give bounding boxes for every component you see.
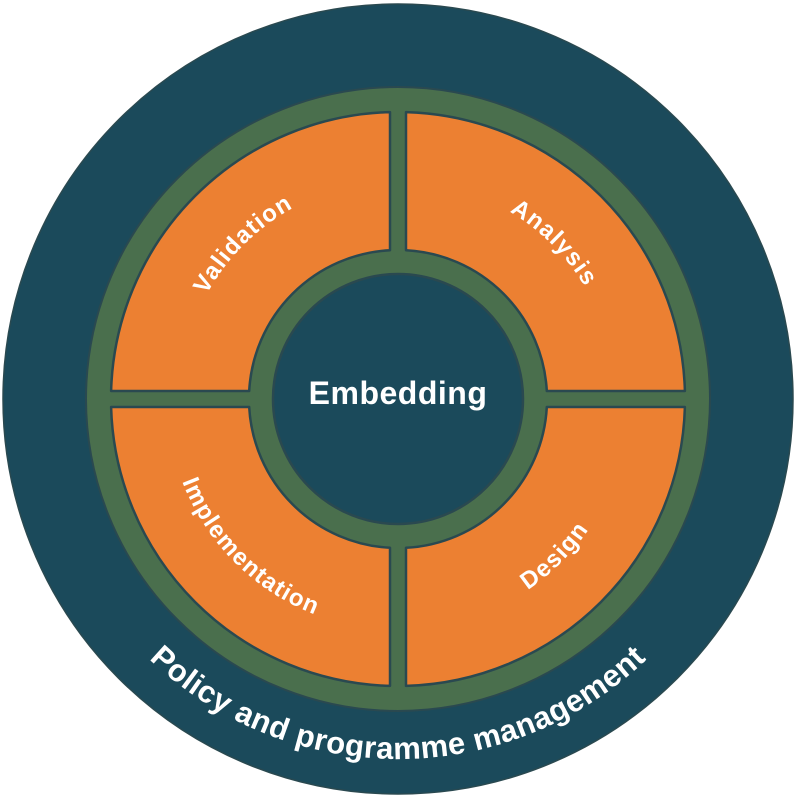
center-label: Embedding bbox=[309, 375, 488, 411]
segment-validation bbox=[109, 110, 392, 393]
segment-implementation bbox=[109, 405, 392, 688]
center-circle bbox=[271, 272, 525, 526]
segment-design bbox=[404, 405, 687, 688]
segment-analysis bbox=[404, 110, 687, 393]
